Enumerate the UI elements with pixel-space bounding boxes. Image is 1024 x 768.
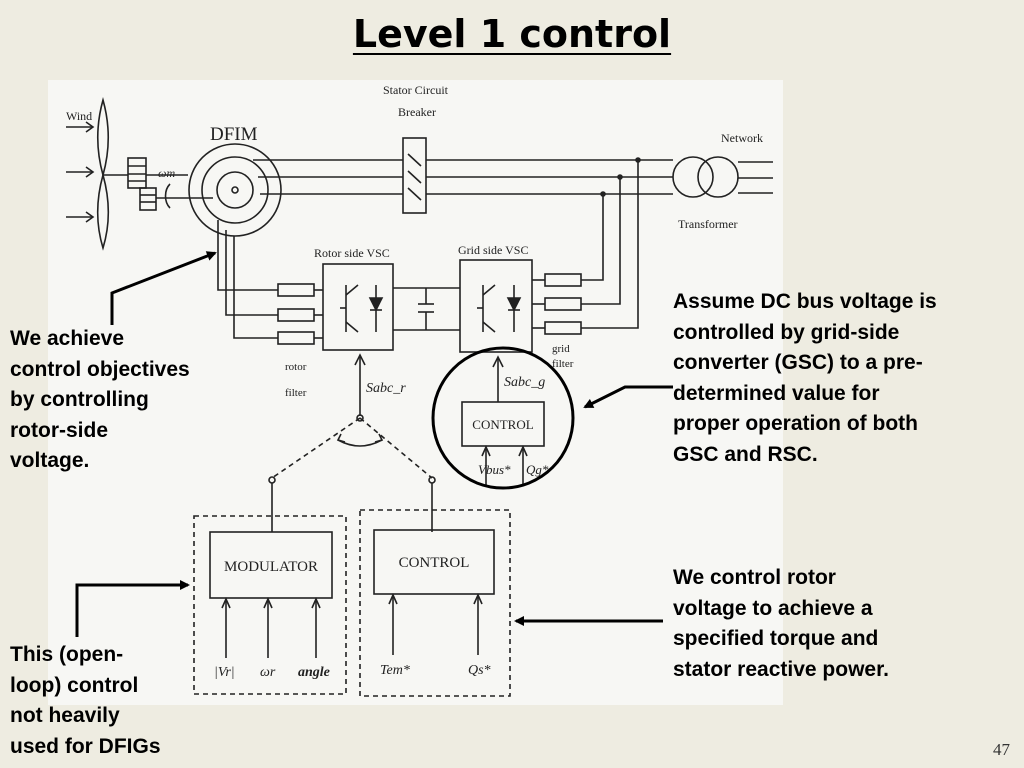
input-vr-label: |Vr| [214,665,235,680]
note-line: This (open- [10,643,124,666]
stator-lines [253,159,773,195]
dc-bus [393,287,460,331]
input-tem-label: Tem* [380,663,410,678]
s-abc-r-label: Sabc_r [366,381,406,396]
rotor-filter-label-line1: rotor [285,361,307,373]
note-line: We control rotor [673,566,836,589]
grid-control-label: CONTROL [472,417,533,432]
grid-filter-label-line2: filter [552,358,574,370]
selector-switch [193,417,511,697]
wind-arrows [66,121,95,223]
note-rotor-side-voltage: We achieve control objectives by control… [10,324,240,477]
note-line: We achieve [10,327,125,350]
note-line: loop) control [10,673,139,697]
note-line: rotor-side [10,418,109,442]
slide-title: Level 1 control [352,12,672,56]
input-qs-label: Qs* [468,663,491,678]
note-line: control objectives [10,357,190,381]
transformer [672,156,739,198]
input-angle-label: angle [298,665,330,680]
rotor-side-vsc-label: Rotor side VSC [314,246,390,260]
note-line: Assume DC bus voltage is [673,290,937,313]
note-line: not heavily [10,704,120,727]
page-number: 47 [993,740,1010,759]
turbine-blades [97,97,128,251]
q-g-label: Qg* [526,462,549,477]
dfim-label: DFIM [210,124,258,145]
note-line: voltage. [10,449,90,472]
note-line: GSC and RSC. [673,442,818,466]
note-dc-bus-voltage: Assume DC bus voltage is controlled by g… [673,287,1013,470]
rotor-control-box [373,529,495,595]
modulator-box [209,531,333,599]
note-line: proper operation of both [673,412,918,435]
note-line: determined value for [673,381,880,405]
note-line: converter (GSC) to a pre- [673,351,923,374]
transformer-label: Transformer [678,217,738,231]
dfim-machine [188,143,282,237]
grid-side-vsc-label: Grid side VSC [458,243,528,257]
wind-label: Wind [66,109,92,123]
rotor-control-inputs [388,593,483,655]
note-line: used for DFIGs [10,734,161,758]
omega-m-label: ωm [158,166,175,180]
breaker [402,137,427,214]
input-omega-r-label: ωr [260,665,276,680]
rotor-control-label: CONTROL [399,555,470,571]
network-label: Network [721,131,763,145]
v-bus-label: Vbus* [478,462,511,477]
rotor-connections [217,220,323,345]
note-line: by controlling [10,388,149,411]
note-line: stator reactive power. [673,657,889,681]
selector-pivot [268,414,436,532]
s-abc-g-label: Sabc_g [504,375,545,390]
note-line: voltage to achieve a [673,596,873,620]
grid-filter-label-line1: grid [552,343,570,355]
stator-circuit-label: Stator Circuit [383,83,449,97]
grid-filter [532,157,641,335]
note-rotor-voltage-control: We control rotor voltage to achieve a sp… [673,563,1003,685]
rotor-filter-label-line2: filter [285,387,307,399]
modulator-inputs [221,597,321,658]
dfim-schematic: Wind DFIM ωm Stator Circuit Breaker Netw… [66,83,773,697]
rotor-side-vsc [322,263,394,351]
note-open-loop-control: This (open- loop) control not heavily us… [10,640,210,762]
grid-side-vsc [459,259,533,353]
modulator-label: MODULATOR [224,559,318,575]
note-line: specified torque and [673,627,879,650]
breaker-label: Breaker [398,105,436,119]
note-line: controlled by grid-side [673,320,900,344]
